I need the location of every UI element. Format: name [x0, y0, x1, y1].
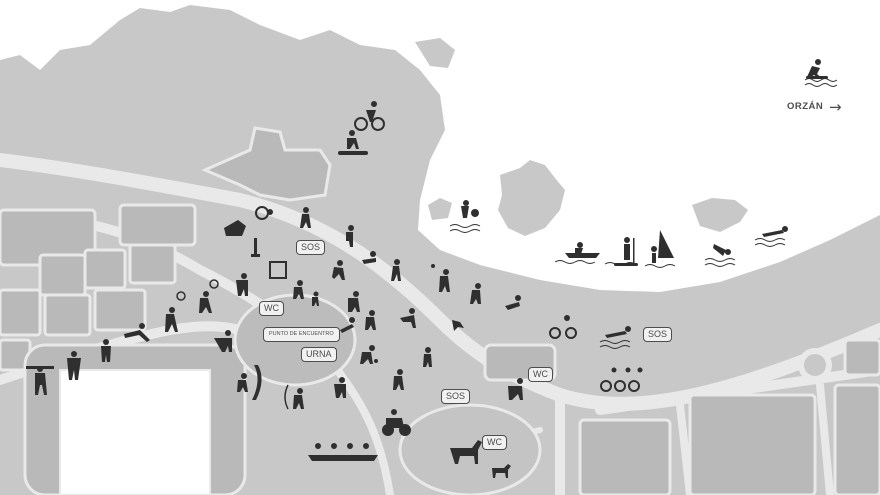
- runner-icon: [423, 347, 432, 367]
- runner-icon: [251, 238, 260, 257]
- beach-label-orzan: ORZÁN: [787, 101, 824, 112]
- islet: [0, 60, 22, 112]
- tennis-icon: [431, 264, 450, 292]
- cyclist-icon: [549, 315, 577, 339]
- sos-badge-bottom: SOS: [441, 389, 471, 404]
- football-icon: [360, 345, 378, 364]
- stadium-pitch: [59, 369, 211, 495]
- climbing-icon: [237, 365, 262, 400]
- football-icon: [348, 291, 360, 312]
- urna-badge: URNA: [301, 347, 337, 362]
- islet: [428, 198, 452, 220]
- runner-icon: [365, 310, 376, 330]
- meeting-point-badge: PUNTO DE ENCUENTRO: [263, 327, 340, 342]
- runner-icon: [470, 283, 481, 304]
- arrow-right-icon: →: [829, 98, 842, 116]
- runner-icon: [393, 369, 404, 390]
- tennis-icon: [165, 291, 186, 332]
- city-blocks-right: [483, 338, 880, 495]
- weightlifter-icon: [26, 366, 54, 395]
- surfer-icon: [806, 59, 828, 79]
- bird-icon: [452, 320, 464, 331]
- roundabout: [798, 348, 832, 382]
- runner-icon: [505, 295, 521, 310]
- runner-icon: [400, 308, 416, 328]
- runner-icon: [340, 317, 355, 333]
- runner-icon: [334, 377, 346, 398]
- runner-icon: [101, 339, 111, 362]
- runner-icon: [214, 330, 232, 352]
- water-polo-icon: [461, 200, 479, 218]
- runner-icon: [391, 259, 401, 281]
- bike-group-icon: [600, 367, 643, 392]
- sos-badge-right: SOS: [643, 327, 673, 342]
- paddle-board-icon: [614, 237, 638, 266]
- runner-icon: [332, 260, 345, 280]
- islet: [498, 160, 565, 236]
- tennis-icon: [199, 279, 219, 313]
- islet: [415, 38, 455, 68]
- rowing-icon: [308, 443, 378, 461]
- skateboard-icon: [338, 130, 368, 155]
- wc-badge-bottom: WC: [482, 435, 507, 450]
- wc-badge-right: WC: [528, 367, 553, 382]
- runner-icon: [312, 291, 319, 306]
- runner-icon: [67, 351, 81, 380]
- runner-icon: [362, 251, 376, 264]
- runner-icon: [346, 225, 354, 247]
- motorbike-icon: [382, 409, 411, 436]
- sos-badge-top: SOS: [296, 240, 326, 255]
- wc-badge-left: WC: [259, 301, 284, 316]
- horse-icon: [224, 220, 246, 236]
- runner-icon: [236, 273, 248, 296]
- runner-icon: [300, 207, 311, 228]
- runner-icon: [508, 378, 523, 400]
- cyclist-icon: [354, 101, 385, 131]
- runner-icon: [255, 206, 273, 220]
- islet: [692, 198, 748, 232]
- water-polo-icon: [713, 244, 731, 256]
- swimmer-icon: [762, 226, 788, 237]
- runner-icon: [269, 261, 287, 279]
- horse-icon: [450, 440, 482, 464]
- islet: [110, 103, 178, 145]
- swimmer-icon: [605, 326, 631, 338]
- rowing-icon: [565, 242, 600, 258]
- runner-icon: [124, 323, 150, 342]
- windsurf-icon: [651, 230, 674, 263]
- dog-icon: [492, 464, 511, 478]
- water-waves: [449, 78, 838, 349]
- runner-icon: [293, 280, 304, 299]
- archer-icon: [284, 384, 304, 410]
